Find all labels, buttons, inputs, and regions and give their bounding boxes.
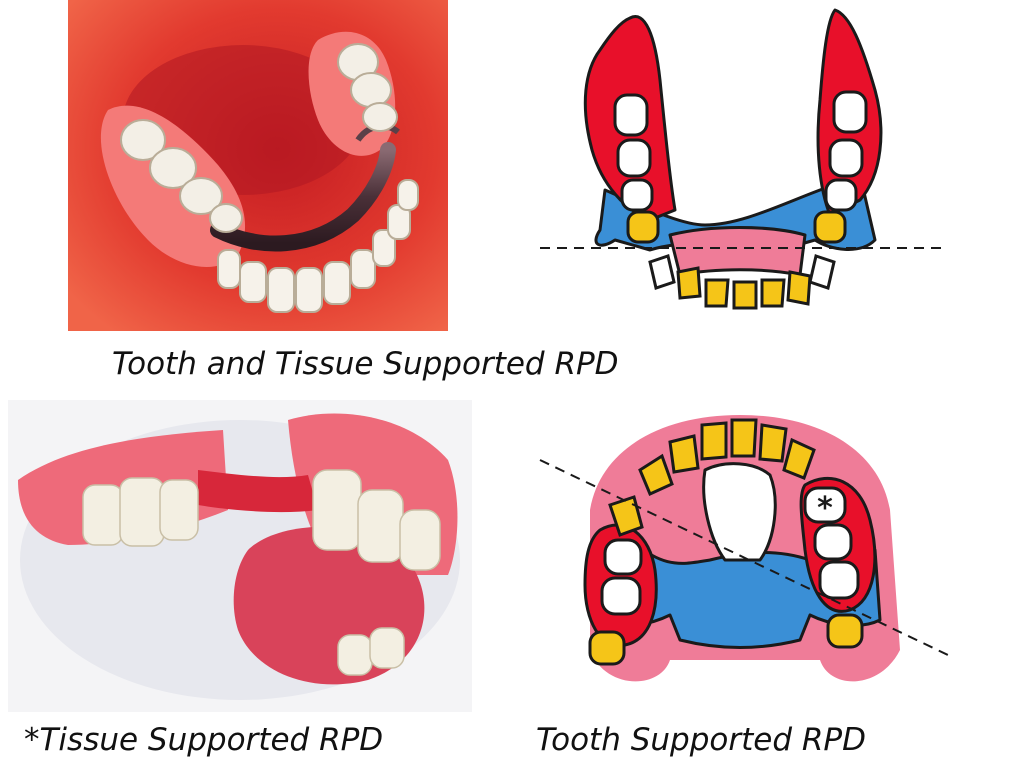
mandibular-arch-diagram: *	[530, 400, 960, 712]
asterisk-tooth	[803, 486, 847, 524]
caption-tissue-supported: *Tissue Supported RPD	[24, 722, 384, 758]
acrylic-denture-photo	[8, 400, 472, 712]
mouth-photo	[68, 0, 448, 331]
maxillary-arch-diagram	[530, 0, 950, 331]
caption-tooth-and-tissue-supported: Tooth and Tissue Supported RPD	[112, 346, 619, 382]
asterisk-mark: *	[817, 491, 833, 526]
caption-tooth-supported: Tooth Supported RPD	[536, 722, 866, 758]
